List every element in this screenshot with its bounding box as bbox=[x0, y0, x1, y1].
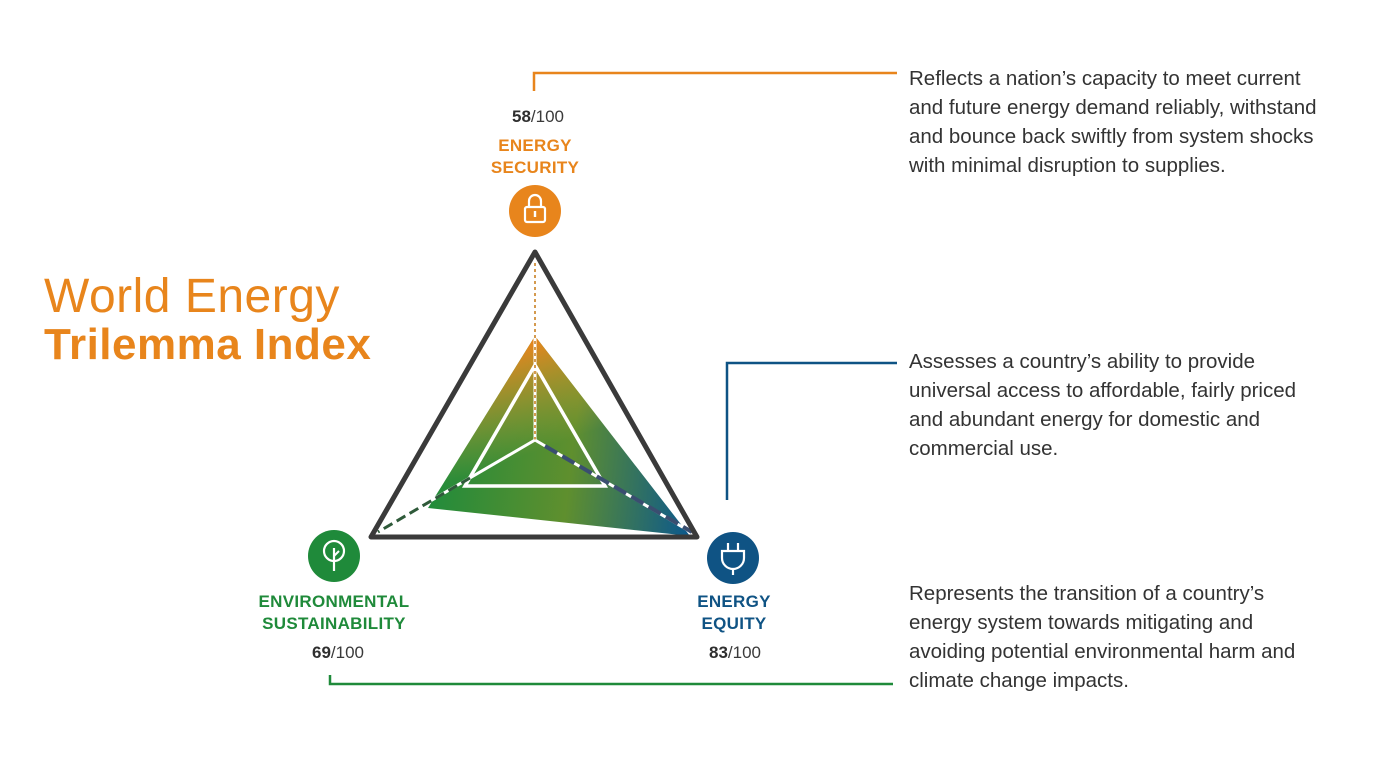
sustainability-description: Represents the transition of a country’s… bbox=[909, 582, 1296, 692]
sustainability-score-max: /100 bbox=[330, 643, 364, 662]
title-line-1: World Energy bbox=[44, 270, 340, 323]
sustainability-label: ENVIRONMENTAL SUSTAINABILITY bbox=[234, 591, 434, 635]
padlock-icon bbox=[509, 185, 561, 237]
security-label: ENERGY SECURITY bbox=[455, 135, 615, 179]
security-label-line-1: ENERGY bbox=[498, 136, 572, 155]
equity-description: Assesses a country’s ability to provide … bbox=[909, 350, 1297, 460]
sustainability-connector-line bbox=[328, 675, 893, 686]
equity-connector-line bbox=[725, 361, 897, 500]
page-title: World Energy Trilemma Index bbox=[44, 270, 372, 370]
security-score-value: 58 bbox=[511, 107, 531, 126]
security-score: 58/100 bbox=[478, 107, 598, 127]
equity-label: ENERGY EQUITY bbox=[654, 591, 814, 635]
equity-score-value: 83 bbox=[708, 643, 728, 662]
equity-score: 83/100 bbox=[675, 643, 795, 663]
sustainability-label-line-1: ENVIRONMENTAL bbox=[258, 592, 410, 611]
outer-frame-triangle bbox=[368, 249, 700, 540]
security-description: Reflects a nation’s capacity to meet cur… bbox=[909, 67, 1317, 177]
equity-axis-strand bbox=[543, 444, 694, 534]
security-connector-line bbox=[532, 71, 897, 91]
sustainability-score-value: 69 bbox=[311, 643, 331, 662]
security-label-line-2: SECURITY bbox=[490, 158, 580, 177]
sustainability-score: 69/100 bbox=[278, 643, 398, 663]
inner-reference-triangle bbox=[461, 361, 609, 488]
sustainability-label-line-2: SUSTAINABILITY bbox=[262, 614, 406, 633]
sustainability-axis-strand bbox=[377, 476, 471, 534]
title-line-2: Trilemma Index bbox=[44, 320, 372, 370]
security-score-max: /100 bbox=[530, 107, 564, 126]
power-plug-icon bbox=[707, 532, 759, 584]
equity-label-line-1: ENERGY bbox=[697, 592, 771, 611]
equity-score-max: /100 bbox=[727, 643, 761, 662]
tree-icon bbox=[308, 530, 360, 582]
equity-label-line-2: EQUITY bbox=[701, 614, 767, 633]
